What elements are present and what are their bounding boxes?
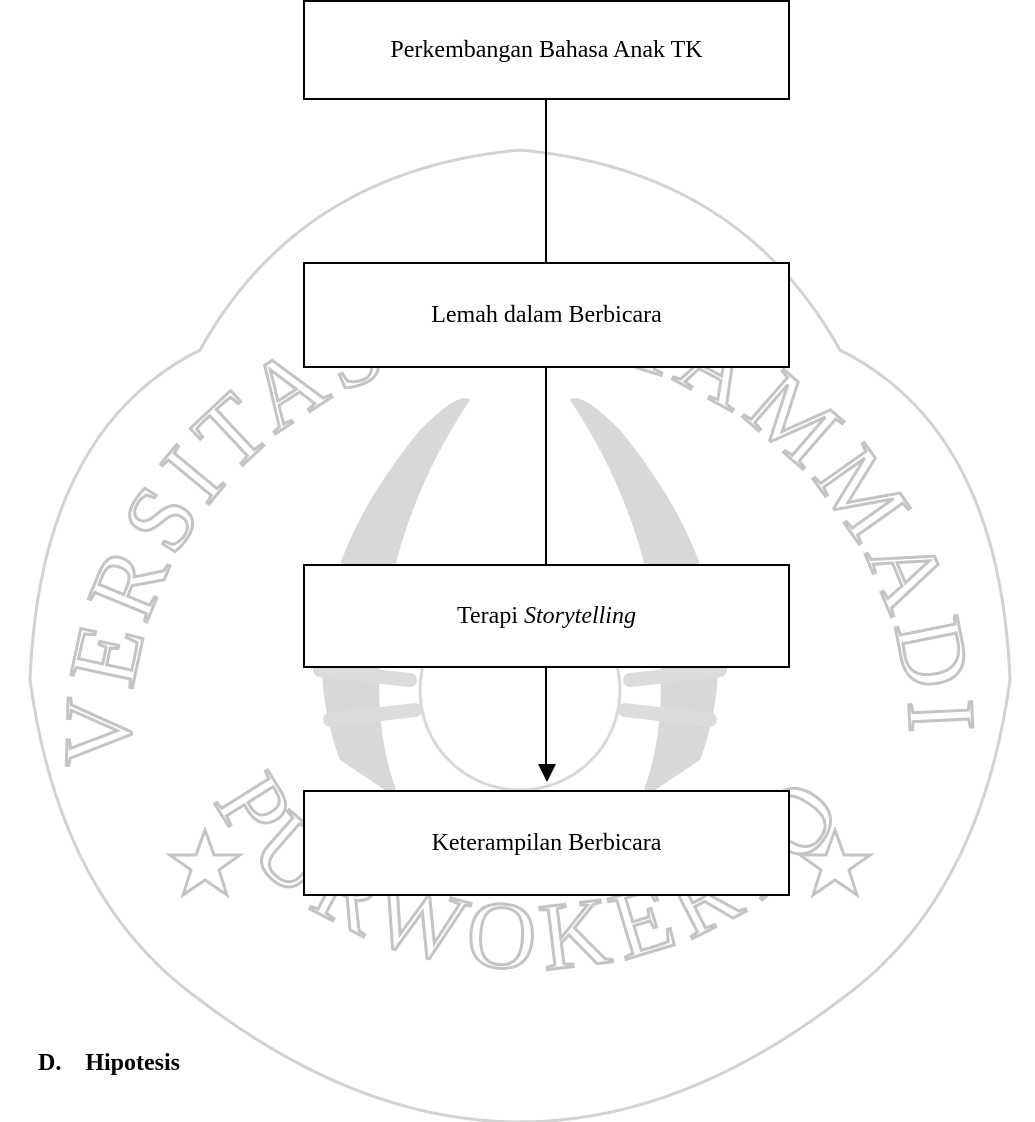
flowchart-box-label: Terapi Storytelling [457,602,636,629]
flowchart-box-label: Keterampilan Berbicara [431,829,662,856]
section-heading: D. Hipotesis [38,1050,180,1077]
connector-line-3 [545,666,547,770]
flowchart-box-weak-speaking: Lemah dalam Berbicara [303,262,790,368]
flowchart-box-speaking-skills: Keterampilan Berbicara [303,790,790,896]
arrow-down-icon [538,764,556,782]
flowchart-box-label: Perkembangan Bahasa Anak TK [390,36,703,63]
connector-line-1 [545,98,547,262]
flowchart-box-storytelling-therapy: Terapi Storytelling [303,564,790,668]
flowchart-box-language-development: Perkembangan Bahasa Anak TK [303,0,790,100]
section-title: Hipotesis [85,1050,181,1076]
flowchart-box-label-italic: Storytelling [523,602,636,629]
connector-line-2 [545,366,547,566]
section-number: D. [38,1050,62,1076]
flowchart-box-label: Lemah dalam Berbicara [431,301,662,328]
